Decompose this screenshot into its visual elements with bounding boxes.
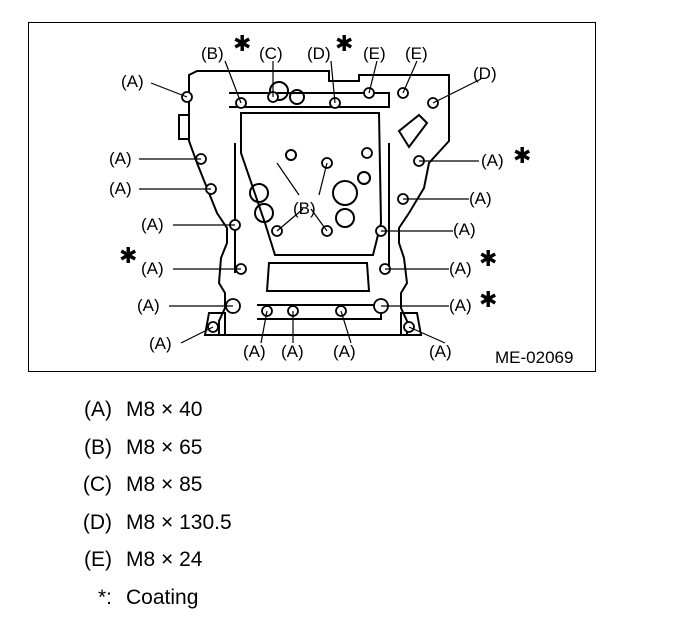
legend-key: (C) [82,473,112,496]
callout-c: (C) [259,44,283,63]
callout-a: (A) [281,342,304,361]
oil-pan-drawing: (A) (A) (A) (A) (A) (A) (A) (A) (A) (A) … [109,32,573,367]
legend-key: (E) [84,548,112,571]
legend-value: M8 × 130.5 [126,510,232,534]
coating-asterisk: ✱ [335,32,353,57]
callout-a: (A) [109,179,132,198]
leader-lines [139,60,482,344]
callout-a: (A) [243,342,266,361]
legend-key: (A) [84,398,112,421]
coating-asterisk: ✱ [513,144,531,169]
legend-value: M8 × 40 [126,398,203,421]
legend-row: (A) M8 × 40 [60,398,460,436]
callout-a: (A) [453,220,476,239]
callout-d: (D) [473,64,497,83]
coating-asterisk: ✱ [479,288,497,313]
callout-a: (A) [141,215,164,234]
legend-row: (B) M8 × 65 [60,436,460,474]
callout-b: (B) [293,199,316,218]
legend-value: M8 × 65 [126,435,203,459]
coating-asterisk: ✱ [119,244,137,269]
legend-row: (C) M8 × 85 [60,473,460,511]
callout-a: (A) [429,342,452,361]
legend-key: (D) [82,510,112,534]
callout-a: (A) [141,259,164,278]
coating-marks: ✱ ✱ ✱ ✱ ✱ ✱ [119,32,531,313]
coating-asterisk: ✱ [233,32,251,57]
legend-key: *: [97,585,112,609]
callout-a: (A) [333,342,356,361]
callout-a: (A) [109,149,132,168]
callout-e: (E) [363,44,386,63]
legend-row: (D) M8 × 130.5 [60,511,460,549]
callout-labels: (A) (A) (A) (A) (A) (A) (A) (A) (A) (A) … [109,44,504,361]
callout-a: (A) [449,259,472,278]
legend-value: Coating [126,585,199,609]
legend-row: (E) M8 × 24 [60,548,460,586]
legend-row: *: Coating [60,586,460,624]
legend: (A) M8 × 40 (B) M8 × 65 (C) M8 × 85 (D) … [60,398,460,623]
callout-a: (A) [121,72,144,91]
callout-d: (D) [307,44,331,63]
legend-key: (B) [84,435,112,459]
callout-e: (E) [405,44,428,63]
figure-id: ME-02069 [495,348,573,367]
callout-a: (A) [149,334,172,353]
callout-a: (A) [481,151,504,170]
bolt-diagram-figure: (A) (A) (A) (A) (A) (A) (A) (A) (A) (A) … [28,22,596,372]
coating-asterisk: ✱ [479,247,497,272]
legend-value: M8 × 24 [126,548,203,571]
callout-b: (B) [201,44,224,63]
callout-a: (A) [449,296,472,315]
legend-value: M8 × 85 [126,473,203,496]
callout-a: (A) [137,296,160,315]
callout-a: (A) [469,189,492,208]
